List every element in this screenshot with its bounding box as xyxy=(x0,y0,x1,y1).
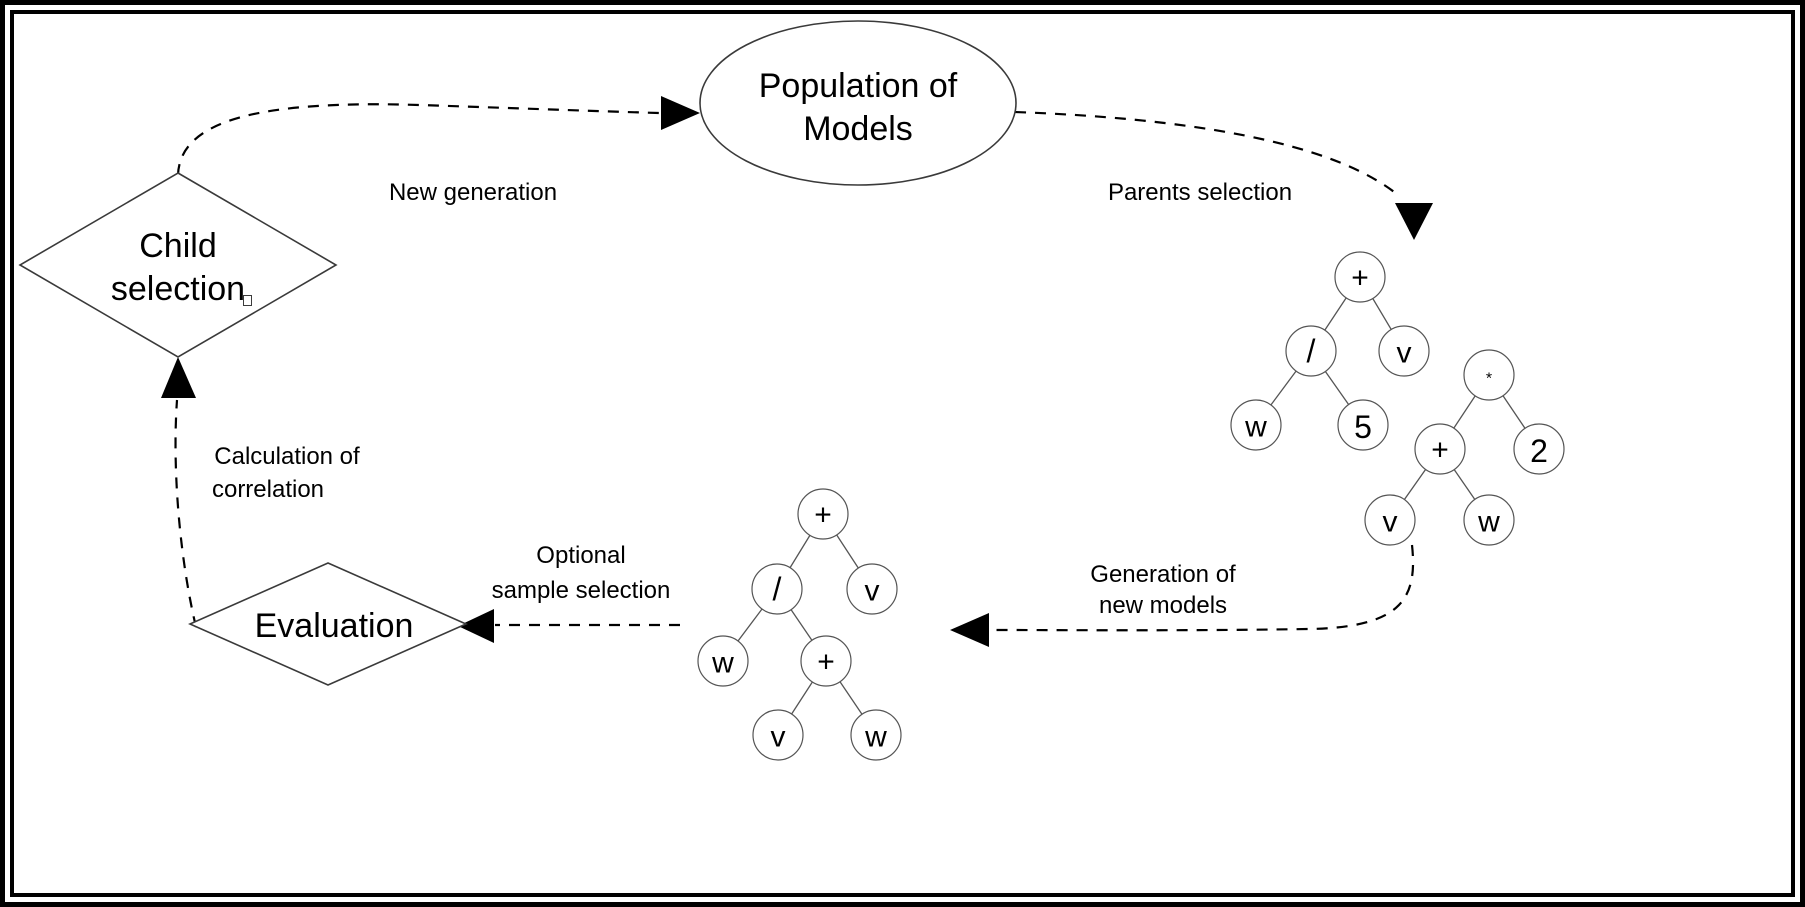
tree-node-circle xyxy=(800,635,852,687)
tree-node[interactable]: w xyxy=(697,635,749,687)
edge-generation-of-new-models xyxy=(950,544,1415,647)
tree-node-circle xyxy=(797,488,849,540)
edge-new-generation xyxy=(176,96,700,176)
text-cursor-artifact xyxy=(243,295,252,306)
parents-selection-arrowhead xyxy=(1395,203,1433,240)
tree-node-circle xyxy=(1285,325,1337,377)
tree-node[interactable]: v xyxy=(846,563,898,615)
tree-node-circle xyxy=(1364,494,1416,546)
tree-node[interactable]: w xyxy=(850,709,902,761)
tree-node-circle xyxy=(1334,251,1386,303)
node-population-of-models[interactable]: Population of Models xyxy=(699,20,1017,186)
tree-node[interactable]: 5 xyxy=(1337,399,1389,451)
label-calculation-of-correlation-line-1: Calculation of xyxy=(214,443,360,470)
tree-node-circle xyxy=(1230,399,1282,451)
tree-node-circle xyxy=(1414,423,1466,475)
label-parents-selection: Parents selection xyxy=(1108,179,1292,206)
tree-node-label: w xyxy=(711,647,734,680)
tree-parent-models[interactable]: + / v w 5 xyxy=(1230,251,1565,546)
tree-node-label: v xyxy=(771,721,786,754)
evaluation-diamond xyxy=(188,562,468,686)
tree-node[interactable]: w xyxy=(1230,399,1282,451)
tree-node-label: v xyxy=(1383,506,1398,539)
tree-node-label: v xyxy=(865,575,880,608)
tree-node-circle xyxy=(1337,399,1389,451)
population-label-line-1: Population of xyxy=(759,67,958,105)
label-generation-of-new-models-line-1: Generation of xyxy=(1090,561,1236,588)
tree-node-label: + xyxy=(814,499,832,532)
generation-of-new-models-path xyxy=(989,544,1415,632)
tree-node[interactable]: / xyxy=(1285,325,1337,377)
population-ellipse xyxy=(699,20,1017,186)
tree-node[interactable]: + xyxy=(1414,423,1466,475)
label-optional-sample-selection-line-2: sample selection xyxy=(492,577,671,604)
new-generation-path xyxy=(176,103,661,176)
tree-node-label: + xyxy=(817,646,835,679)
child-selection-diamond xyxy=(18,172,338,358)
tree-node-label: 5 xyxy=(1354,409,1372,445)
generation-of-new-models-arrowhead xyxy=(950,613,989,647)
tree-node[interactable]: * xyxy=(1463,349,1515,401)
tree-node-label: * xyxy=(1486,371,1492,388)
population-label-line-2: Models xyxy=(803,110,913,148)
tree-node[interactable]: w xyxy=(1463,494,1515,546)
child-selection-label-line-2: selection xyxy=(111,270,245,308)
optional-sample-selection-arrowhead xyxy=(458,609,494,643)
tree-node[interactable]: + xyxy=(800,635,852,687)
edge-calculation-of-correlation xyxy=(161,357,198,628)
tree-node-label: w xyxy=(864,721,887,754)
child-selection-label-line-1: Child xyxy=(139,227,216,265)
tree-node-label: v xyxy=(1397,337,1412,370)
evaluation-label: Evaluation xyxy=(255,607,414,645)
tree-node-circle xyxy=(1513,423,1565,475)
tree-node[interactable]: / xyxy=(751,563,803,615)
edge-optional-sample-selection xyxy=(458,609,680,643)
calculation-of-correlation-arrowhead xyxy=(161,357,196,398)
tree-node-circle xyxy=(846,563,898,615)
label-optional-sample-selection-line-1: Optional xyxy=(536,542,625,569)
tree-node-label: + xyxy=(1431,434,1449,467)
node-child-selection[interactable]: Child selection xyxy=(18,172,338,358)
tree-node-label: w xyxy=(1244,411,1267,444)
tree-node-circle xyxy=(751,563,803,615)
tree-new-model[interactable]: + / v w + xyxy=(697,488,902,761)
tree-node-circle xyxy=(697,635,749,687)
tree-node-circle xyxy=(752,709,804,761)
edge-parents-selection xyxy=(1014,110,1433,240)
label-calculation-of-correlation-line-2: correlation xyxy=(212,476,324,503)
tree-node[interactable]: v xyxy=(1378,325,1430,377)
tree-node-label: w xyxy=(1477,506,1500,539)
tree-node-label: / xyxy=(1307,333,1316,369)
tree-node[interactable]: v xyxy=(752,709,804,761)
tree-node-circle xyxy=(1378,325,1430,377)
tree-node[interactable]: + xyxy=(1334,251,1386,303)
label-generation-of-new-models-line-2: new models xyxy=(1099,592,1227,619)
node-evaluation[interactable]: Evaluation xyxy=(188,562,468,686)
tree-node-circle xyxy=(850,709,902,761)
tree-node[interactable]: + xyxy=(797,488,849,540)
tree-node-label: 2 xyxy=(1530,433,1548,469)
tree-node[interactable]: v xyxy=(1364,494,1416,546)
tree-node-label: + xyxy=(1351,262,1369,295)
tree-node-label: / xyxy=(773,571,782,607)
label-new-generation: New generation xyxy=(389,179,557,206)
new-generation-arrowhead xyxy=(661,96,700,130)
calculation-of-correlation-path xyxy=(174,399,198,628)
tree-node-circle xyxy=(1463,494,1515,546)
tree-node-circle xyxy=(1463,349,1515,401)
tree-node[interactable]: 2 xyxy=(1513,423,1565,475)
parents-selection-path xyxy=(1014,110,1399,196)
